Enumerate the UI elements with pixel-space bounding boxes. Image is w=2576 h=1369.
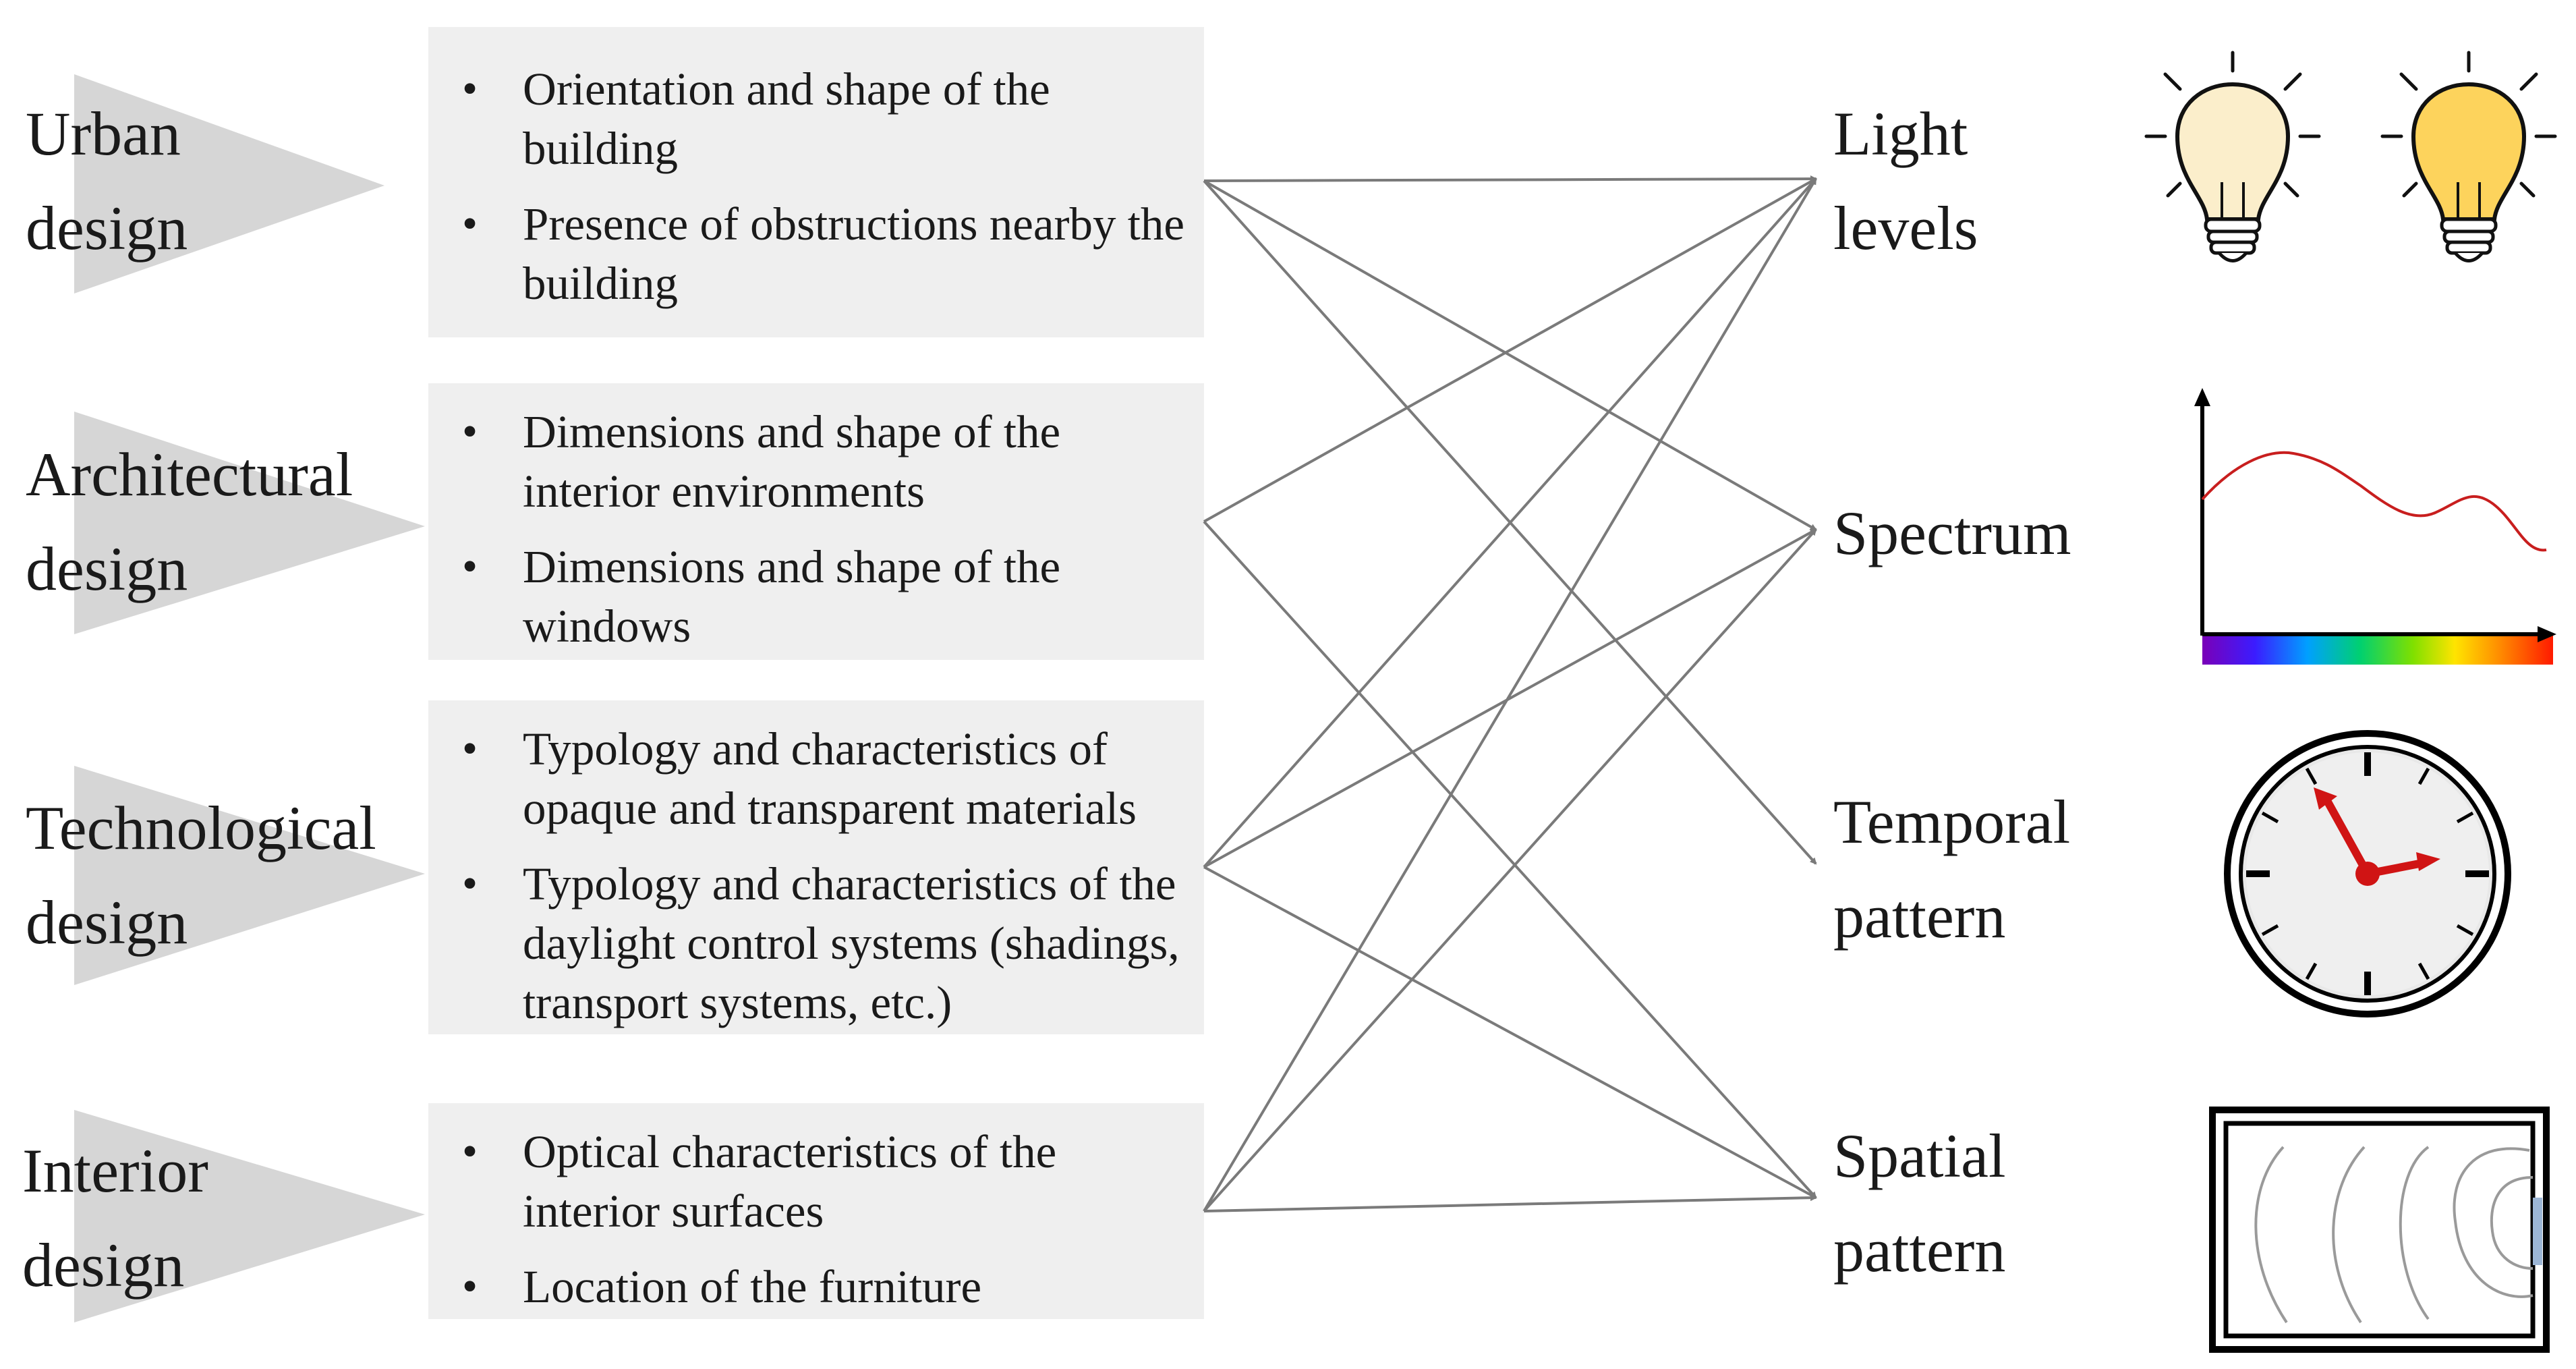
technological-design-label: Technological design — [26, 781, 376, 970]
connector-urban-to-light-levels — [1203, 175, 1817, 183]
connector-interior-to-spectrum — [1203, 528, 1817, 1212]
factor-text: Typology and characteristics of opaque a… — [523, 723, 1137, 834]
architectural-label-line-2: design — [26, 534, 188, 603]
floor-plan-contours-icon — [2209, 1107, 2550, 1353]
window-marker — [2533, 1198, 2542, 1265]
factor-text: Location of the furniture — [523, 1261, 982, 1312]
connector-urban-to-spectrum — [1203, 179, 1817, 531]
list-item: • Dimensions and shape of the windows — [442, 537, 1191, 656]
architectural-factor-list: • Dimensions and shape of the interior e… — [428, 370, 1204, 660]
interior-factor-list: • Optical characteristics of the interio… — [428, 1090, 1204, 1319]
bullet-icon: • — [462, 859, 478, 908]
list-item: • Typology and characteristics of the da… — [442, 854, 1191, 1032]
list-item: • Location of the furniture — [442, 1257, 1191, 1316]
visible-spectrum-bar — [2202, 634, 2553, 665]
urban-label-line-2: design — [26, 194, 188, 262]
connector-technological-to-spatial-pattern — [1203, 866, 1817, 1199]
architectural-design-label: Architectural design — [26, 427, 353, 616]
temporal-pattern-label: Temporal pattern — [1833, 775, 2070, 963]
technological-label-line-1: Technological — [26, 793, 376, 862]
factor-text: Dimensions and shape of the windows — [523, 541, 1061, 652]
factor-text: Optical characteristics of the interior … — [523, 1126, 1057, 1237]
spatial-pattern-line-2: pattern — [1833, 1216, 2006, 1285]
bullet-icon: • — [462, 199, 478, 248]
architectural-factor-box — [428, 383, 1204, 660]
urban-triangle — [74, 74, 384, 294]
interior-label-line-1: Interior — [22, 1136, 208, 1205]
connector-interior-to-light-levels — [1203, 177, 1817, 1212]
interior-triangle — [74, 1110, 425, 1322]
interior-design-label: Interior design — [22, 1123, 208, 1312]
factor-text: Orientation and shape of the building — [523, 63, 1050, 174]
technological-factor-list: • Typology and characteristics of opaque… — [428, 687, 1204, 1034]
interior-label-line-2: design — [22, 1231, 185, 1300]
bullet-icon: • — [462, 64, 478, 113]
urban-design-label: Urban design — [26, 86, 188, 275]
spectral-power-curve — [2201, 451, 2547, 552]
list-item: • Typology and characteristics of opaque… — [442, 719, 1191, 838]
connector-technological-to-spectrum — [1203, 528, 1817, 868]
list-item: • Optical characteristics of the interio… — [442, 1122, 1191, 1241]
connectors — [1203, 175, 1817, 1212]
spectrum-label: Spectrum — [1833, 486, 2071, 580]
list-item: • Dimensions and shape of the interior e… — [442, 402, 1191, 521]
bullet-icon: • — [462, 542, 478, 591]
list-item: • Orientation and shape of the building — [442, 59, 1191, 178]
technological-factor-box — [428, 700, 1204, 1034]
urban-factor-list: • Orientation and shape of the building … — [428, 27, 1204, 337]
clock-icon — [2224, 730, 2511, 1017]
bullet-icon: • — [462, 724, 478, 773]
temporal-pattern-line-2: pattern — [1833, 882, 2006, 951]
architectural-label-line-1: Architectural — [26, 440, 353, 509]
temporal-pattern-line-1: Temporal — [1833, 787, 2071, 856]
bullet-icon: • — [462, 1127, 478, 1176]
light-bulbs-icon — [2144, 51, 2557, 262]
light-levels-label: Light levels — [1833, 86, 1978, 275]
connector-interior-to-spatial-pattern — [1203, 1194, 1817, 1212]
list-item: • Presence of obstructions nearby the bu… — [442, 194, 1191, 313]
technological-triangle — [74, 766, 425, 985]
factor-boxes — [428, 27, 1204, 1319]
spectrum-line-1: Spectrum — [1833, 499, 2071, 567]
connector-architectural-to-light-levels — [1203, 177, 1817, 523]
connector-technological-to-light-levels — [1203, 177, 1817, 868]
bullet-icon: • — [462, 1262, 478, 1311]
light-levels-line-2: levels — [1833, 194, 1978, 262]
bulb-on-icon — [2380, 51, 2557, 262]
technological-label-line-2: design — [26, 888, 188, 957]
light-levels-line-1: Light — [1833, 99, 1968, 168]
spatial-pattern-line-1: Spatial — [1833, 1121, 2006, 1190]
factor-text: Typology and characteristics of the dayl… — [523, 858, 1180, 1028]
urban-label-line-1: Urban — [26, 99, 181, 168]
bullet-icon: • — [462, 407, 478, 456]
bulb-off-icon — [2144, 51, 2321, 262]
interior-factor-box — [428, 1103, 1204, 1319]
factor-text: Presence of obstructions nearby the buil… — [523, 198, 1185, 309]
spectrum-chart-icon — [2194, 388, 2556, 665]
factor-text: Dimensions and shape of the interior env… — [523, 406, 1061, 517]
category-triangles — [74, 74, 425, 1322]
connector-architectural-to-spatial-pattern — [1203, 520, 1817, 1199]
spatial-pattern-label: Spatial pattern — [1833, 1109, 2006, 1297]
architectural-triangle — [74, 412, 425, 634]
urban-factor-box — [428, 27, 1204, 337]
